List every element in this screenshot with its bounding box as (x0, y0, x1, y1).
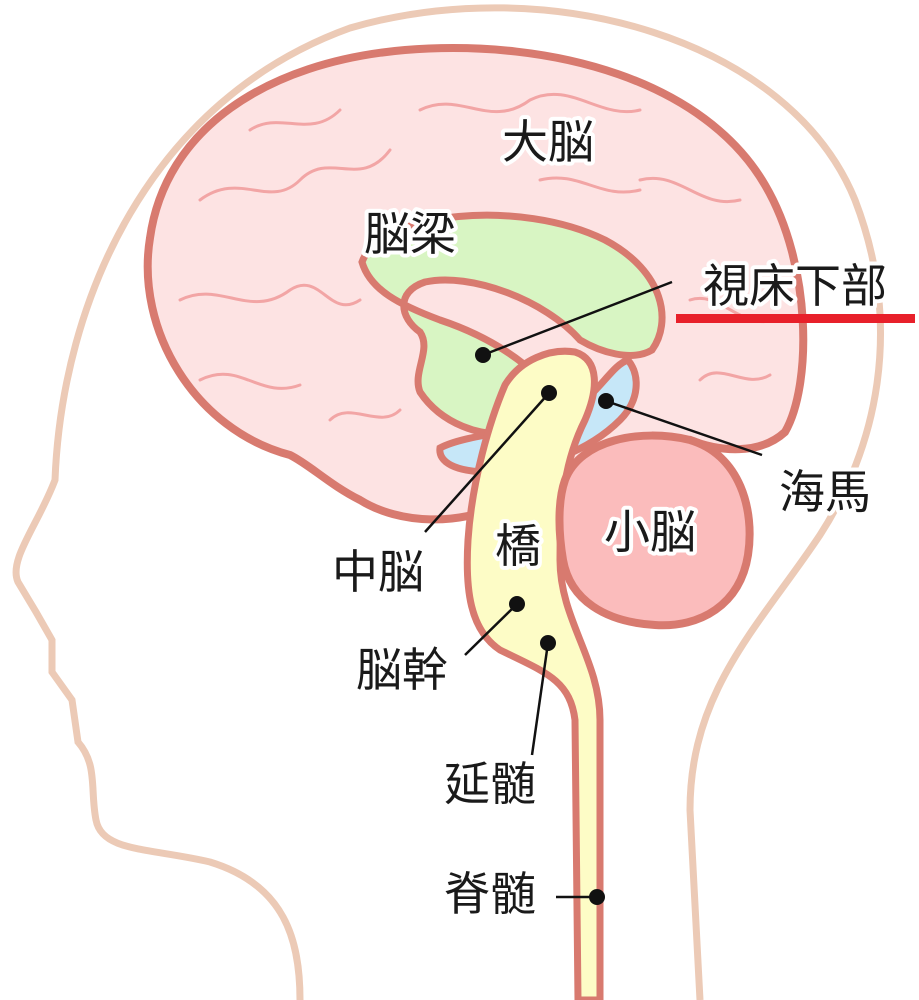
hypothalamus-highlight-underline (676, 314, 915, 323)
dot-brainstem (509, 596, 525, 612)
brainstem-shape (463, 347, 604, 1000)
dot-midbrain (541, 385, 557, 401)
label-hippocampus: 海馬 (779, 465, 871, 519)
corpus-callosum-shape (358, 211, 666, 438)
leader-hypothalamus (482, 280, 673, 357)
label-cerebrum: 大脳 (502, 115, 594, 169)
head-outline (12, 4, 884, 1000)
label-brainstem: 脳幹 (356, 643, 448, 697)
leader-brainstem (464, 603, 518, 656)
dot-medulla (540, 635, 556, 651)
leader-medulla (530, 642, 550, 756)
label-hypothalamus: 視床下部 (703, 259, 887, 313)
cerebellum-shape (555, 431, 754, 630)
label-midbrain: 中脳 (332, 545, 424, 599)
label-cerebellum: 小脳 (604, 505, 696, 559)
dot-hypothalamus (475, 347, 491, 363)
leader-hippocampus (605, 399, 763, 457)
leader-midbrain (424, 392, 550, 533)
dot-spinal-cord (589, 889, 605, 905)
dot-hippocampus (598, 393, 614, 409)
cerebrum-gyri (178, 92, 777, 422)
label-pons: 橋 (495, 519, 541, 573)
label-corpus-callosum: 脳梁 (364, 207, 456, 261)
label-spinal-cord: 脊髄 (444, 867, 536, 921)
label-medulla: 延髄 (444, 757, 536, 811)
